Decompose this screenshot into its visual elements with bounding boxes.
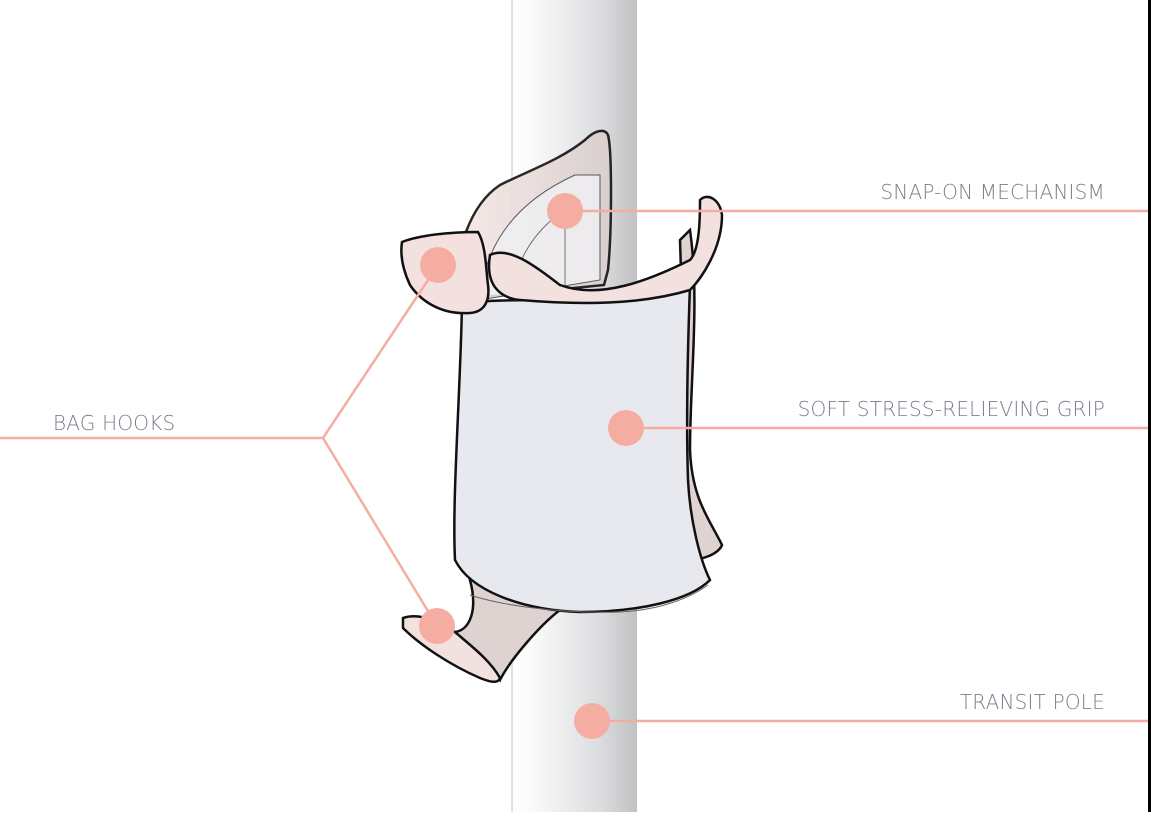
label-bag-hooks: BAG HOOKS	[53, 411, 176, 435]
label-snap-on-mechanism: SNAP-ON MECHANISM	[880, 180, 1105, 204]
pole-dot	[574, 703, 610, 739]
grip-dot	[608, 410, 644, 446]
snap-on-dot	[547, 193, 583, 229]
upper-hook-dot	[420, 247, 456, 283]
soft-grip	[453, 283, 712, 614]
label-transit-pole: TRANSIT POLE	[959, 690, 1105, 714]
callout-lines	[0, 209, 1151, 723]
label-soft-grip: SOFT STRESS-RELIEVING GRIP	[797, 397, 1105, 421]
callout-dots	[419, 193, 644, 739]
lower-hook-dot	[419, 608, 455, 644]
right-edge-border	[1148, 0, 1151, 812]
